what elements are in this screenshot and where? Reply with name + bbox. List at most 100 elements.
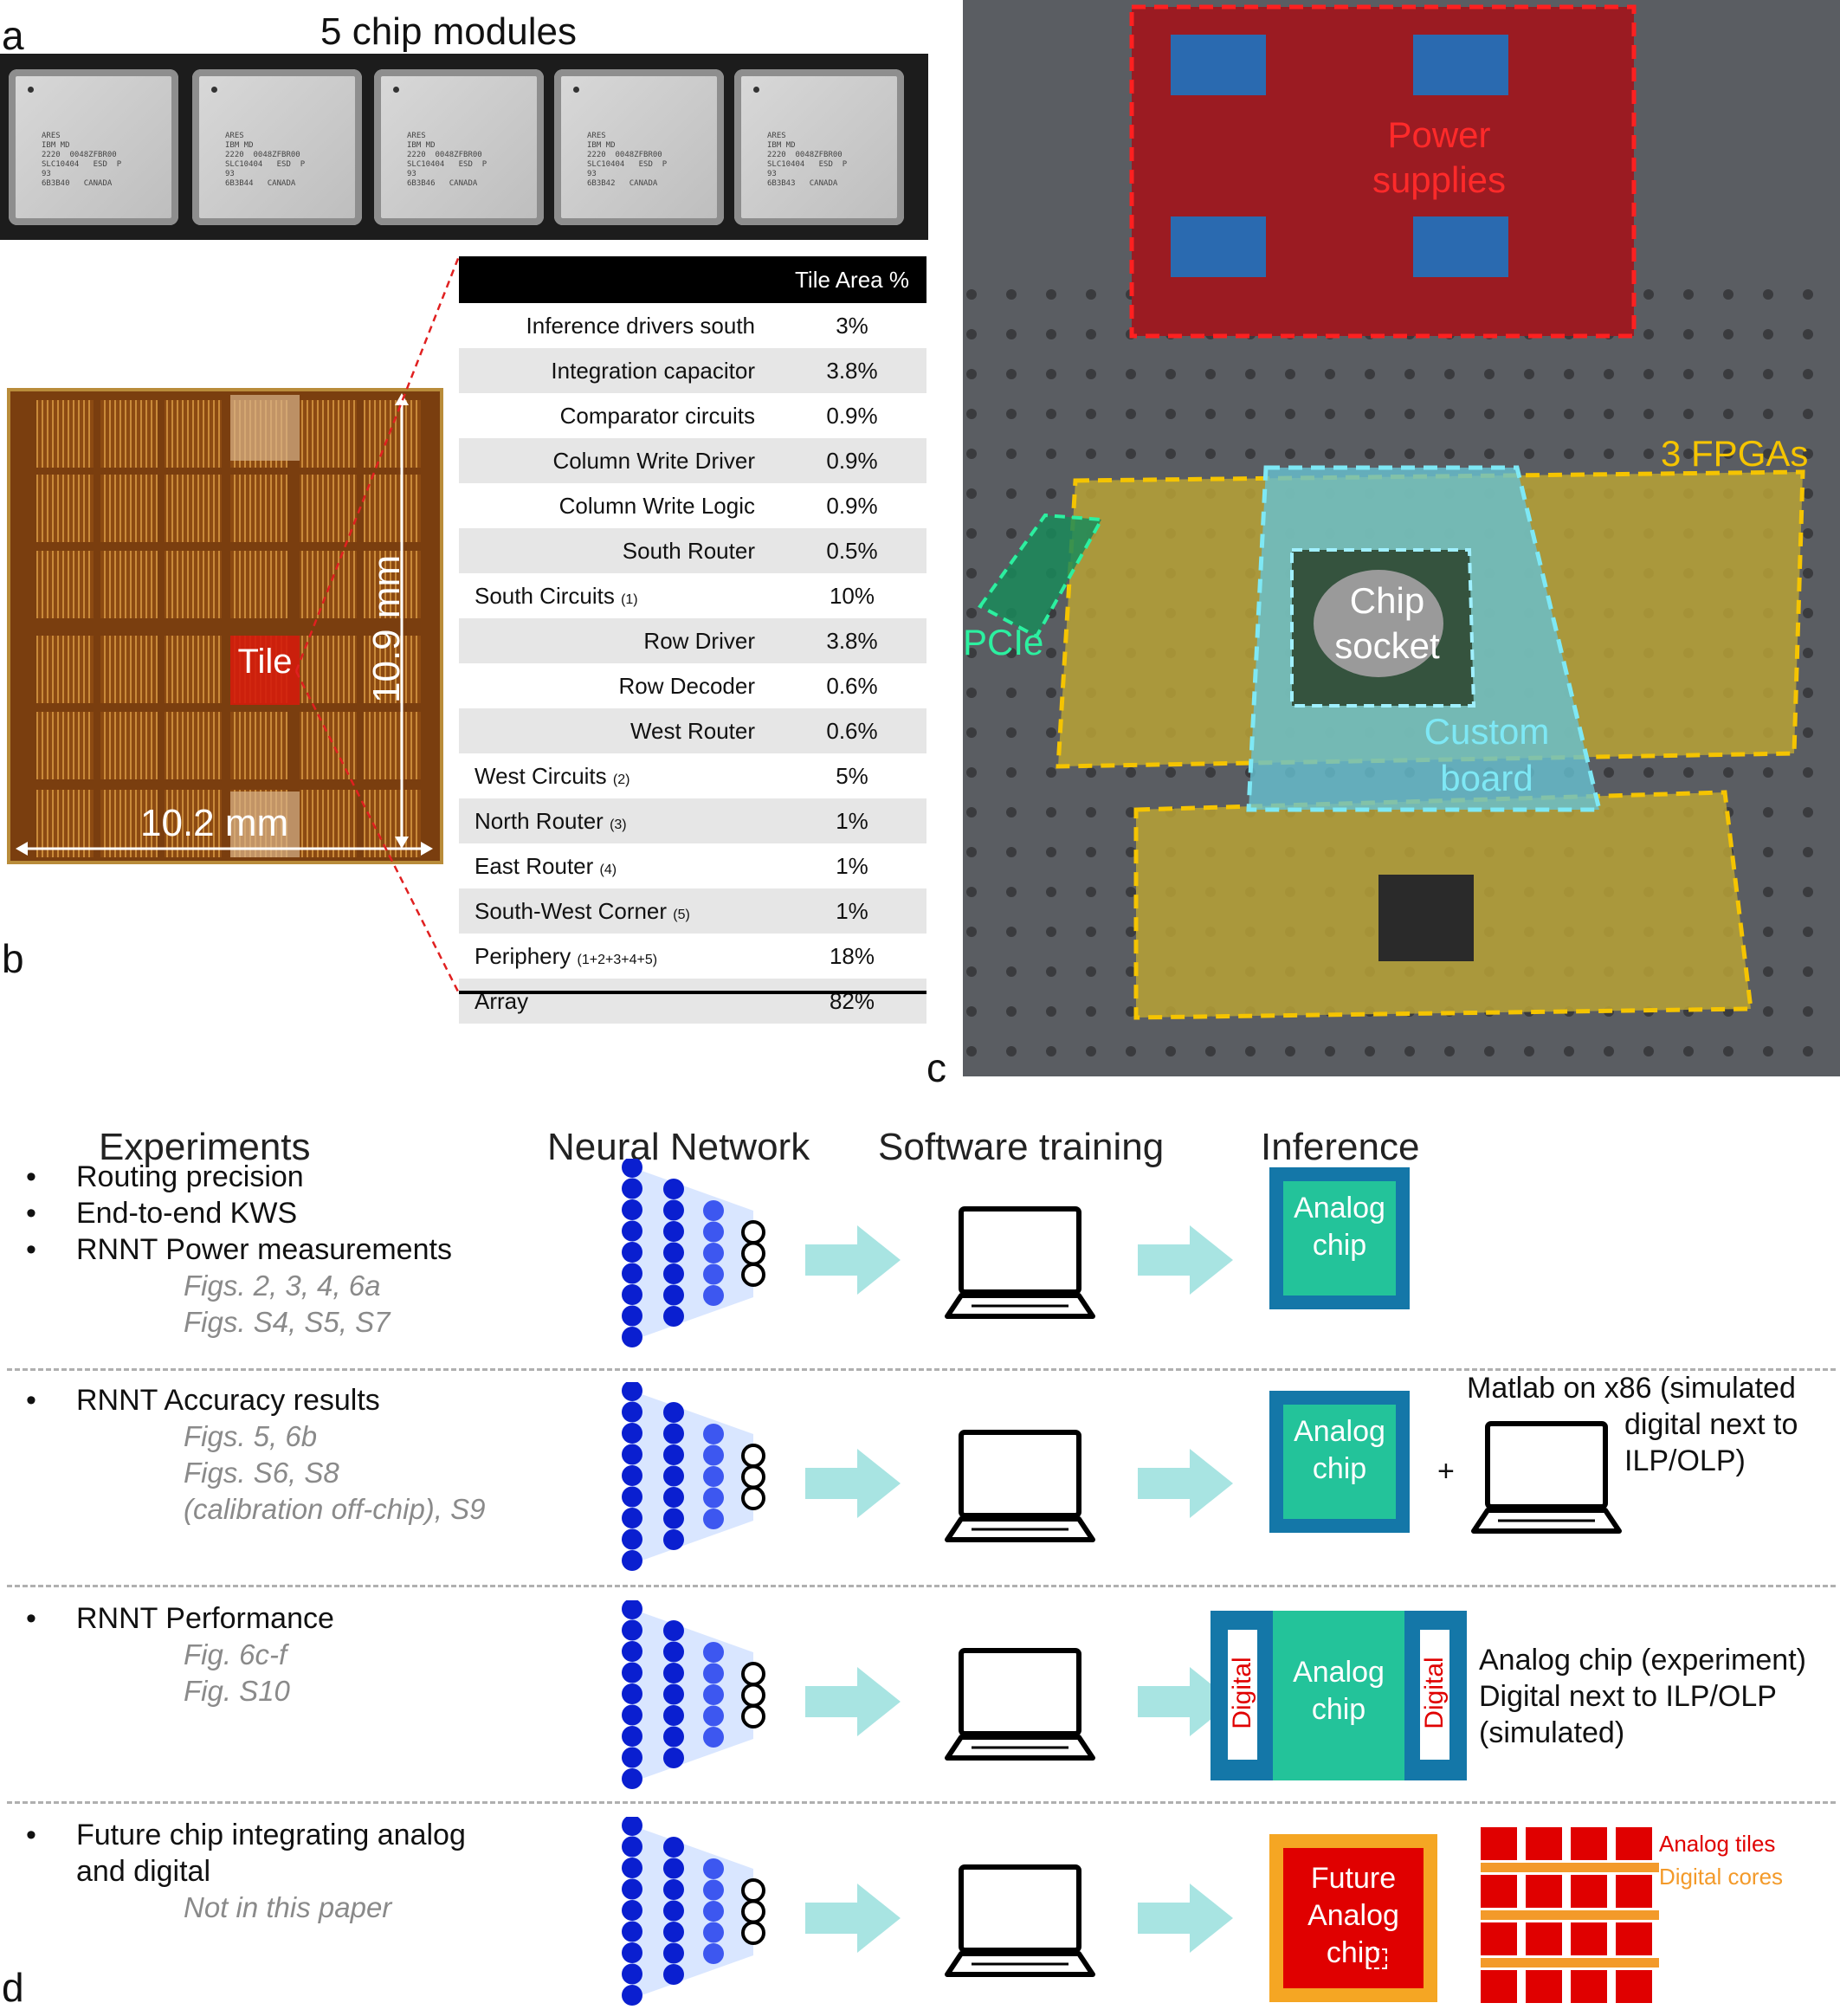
panel-label-b: b xyxy=(2,936,24,981)
row-value: 3.8% xyxy=(778,618,926,663)
laptop-icon xyxy=(1471,1421,1622,1534)
row-name: Row Decoder xyxy=(459,663,778,708)
array-tile xyxy=(100,551,158,618)
table-row: Row Driver 3.8% xyxy=(459,618,926,663)
row-name: Inference drivers south xyxy=(459,303,778,348)
analog-chip: Analog chip xyxy=(1273,1611,1404,1780)
bullet-dot: • xyxy=(26,1819,36,1851)
network-node xyxy=(622,1220,642,1242)
row-value: 0.6% xyxy=(826,672,878,699)
figure-reference: Fig. 6c-f xyxy=(184,1638,287,1670)
network-node xyxy=(663,1837,684,1858)
flow-arrow xyxy=(805,1884,901,1953)
row-name-note: (1+2+3+4+5) xyxy=(577,952,658,967)
row-name: Row Driver xyxy=(459,618,778,663)
figure-reference: Figs. S4, S5, S7 xyxy=(184,1306,391,1338)
row-value: 3% xyxy=(836,312,868,339)
analog-tile xyxy=(1526,1827,1562,1860)
analog-tile xyxy=(1526,1970,1562,2003)
row-name-text: Row Driver xyxy=(643,627,755,654)
bullet-dot: • xyxy=(26,1602,36,1635)
test-setup-photo: Power supplies 3 FPGAs PCIe Chip socket … xyxy=(963,0,1840,1076)
array-tile xyxy=(100,475,158,542)
analog-chip: Analog chip xyxy=(1269,1391,1410,1533)
chip-marking: ARES IBM MD 2220 0048ZFBR00 SLC10404 ESD… xyxy=(225,132,306,188)
inference-note: digital next to xyxy=(1624,1408,1798,1441)
row-name: West Router xyxy=(459,708,778,753)
network-node xyxy=(663,1263,684,1284)
network-node xyxy=(622,1683,642,1704)
figure-reference: Not in this paper xyxy=(184,1891,392,1923)
network-node xyxy=(703,1727,724,1748)
chip-marking: ARES IBM MD 2220 0048ZFBR00 SLC10404 ESD… xyxy=(587,132,668,188)
zoom-lines xyxy=(294,255,461,994)
row-name-text: Inference drivers south xyxy=(526,312,755,339)
chip-marking: ARES IBM MD 2220 0048ZFBR00 SLC10404 ESD… xyxy=(767,132,848,188)
chip-socket-label: Chip socket xyxy=(1334,580,1440,666)
chip-marking: ARES IBM MD 2220 0048ZFBR00 SLC10404 ESD… xyxy=(407,132,487,188)
row-name: East Router (4) xyxy=(459,843,778,888)
network-node xyxy=(622,1178,642,1199)
array-tile xyxy=(36,712,94,779)
network-node xyxy=(741,1878,765,1903)
array-tile xyxy=(165,712,222,779)
table-row: Inference drivers south 3% xyxy=(459,303,926,348)
future-chip-label: Future Analog chip xyxy=(1307,1862,1399,1969)
network-node xyxy=(703,1487,724,1509)
network-node xyxy=(663,1705,684,1726)
row-name-text: Column Write Driver xyxy=(552,447,755,474)
bullet-dot: • xyxy=(26,1233,36,1266)
row-name-text: South-West Corner xyxy=(475,897,668,924)
row-name: Array xyxy=(459,979,778,1024)
network-node xyxy=(741,1486,765,1510)
flow-arrow xyxy=(805,1225,901,1295)
network-node xyxy=(622,1444,642,1465)
network-node xyxy=(663,1179,684,1199)
row-name: Periphery (1+2+3+4+5) xyxy=(459,934,778,979)
digital-block-right: Digital xyxy=(1420,1630,1449,1760)
row-name-text: Comparator circuits xyxy=(559,402,755,429)
network-node xyxy=(663,1402,684,1423)
row-value: 1% xyxy=(778,798,926,843)
flow-arrow xyxy=(1138,1884,1233,1953)
pcie-label: PCIe xyxy=(963,622,1044,662)
array-tile xyxy=(165,636,222,703)
row-name-text: West Circuits xyxy=(475,762,607,789)
network-node xyxy=(703,1705,724,1727)
row-name-text: North Router xyxy=(475,807,604,834)
analog-tile xyxy=(1481,1875,1517,1908)
network-node xyxy=(622,1726,642,1747)
network-node xyxy=(622,1465,642,1486)
plus-sign: + xyxy=(1437,1455,1455,1488)
bullet-dot: • xyxy=(26,1384,36,1417)
array-tile xyxy=(165,790,222,857)
analog-tile xyxy=(1526,1875,1562,1908)
table-row: West Circuits (2)5% xyxy=(459,753,926,798)
network-node xyxy=(663,1487,684,1508)
network-node xyxy=(663,1726,684,1748)
row-value: 18% xyxy=(829,942,875,969)
analog-tile xyxy=(1481,1827,1517,1860)
power-supplies-label: Power supplies xyxy=(1372,114,1507,200)
network-node xyxy=(703,1901,724,1922)
network-node xyxy=(663,1942,684,1964)
network-node xyxy=(703,1243,724,1263)
network-node xyxy=(663,1444,684,1465)
header-neural-network: Neural Network xyxy=(547,1126,810,1168)
row-name-text: East Router xyxy=(475,852,594,879)
row-name: Integration capacitor xyxy=(459,348,778,393)
row-name: Comparator circuits xyxy=(459,393,778,438)
array-tile xyxy=(364,712,421,779)
network-node xyxy=(663,1663,684,1683)
inference-note: (simulated) xyxy=(1479,1716,1625,1749)
experiment-item: Future chip integrating analog xyxy=(76,1819,466,1851)
network-node xyxy=(663,1529,684,1550)
network-node xyxy=(622,1858,642,1878)
network-node xyxy=(741,1220,765,1244)
network-node xyxy=(663,1858,684,1879)
network-node xyxy=(622,1550,642,1571)
laptop-icon xyxy=(945,1648,1095,1761)
row-name: West Circuits (2) xyxy=(459,753,778,798)
chip-module: ARES IBM MD 2220 0048ZFBR00 SLC10404 ESD… xyxy=(192,69,362,225)
